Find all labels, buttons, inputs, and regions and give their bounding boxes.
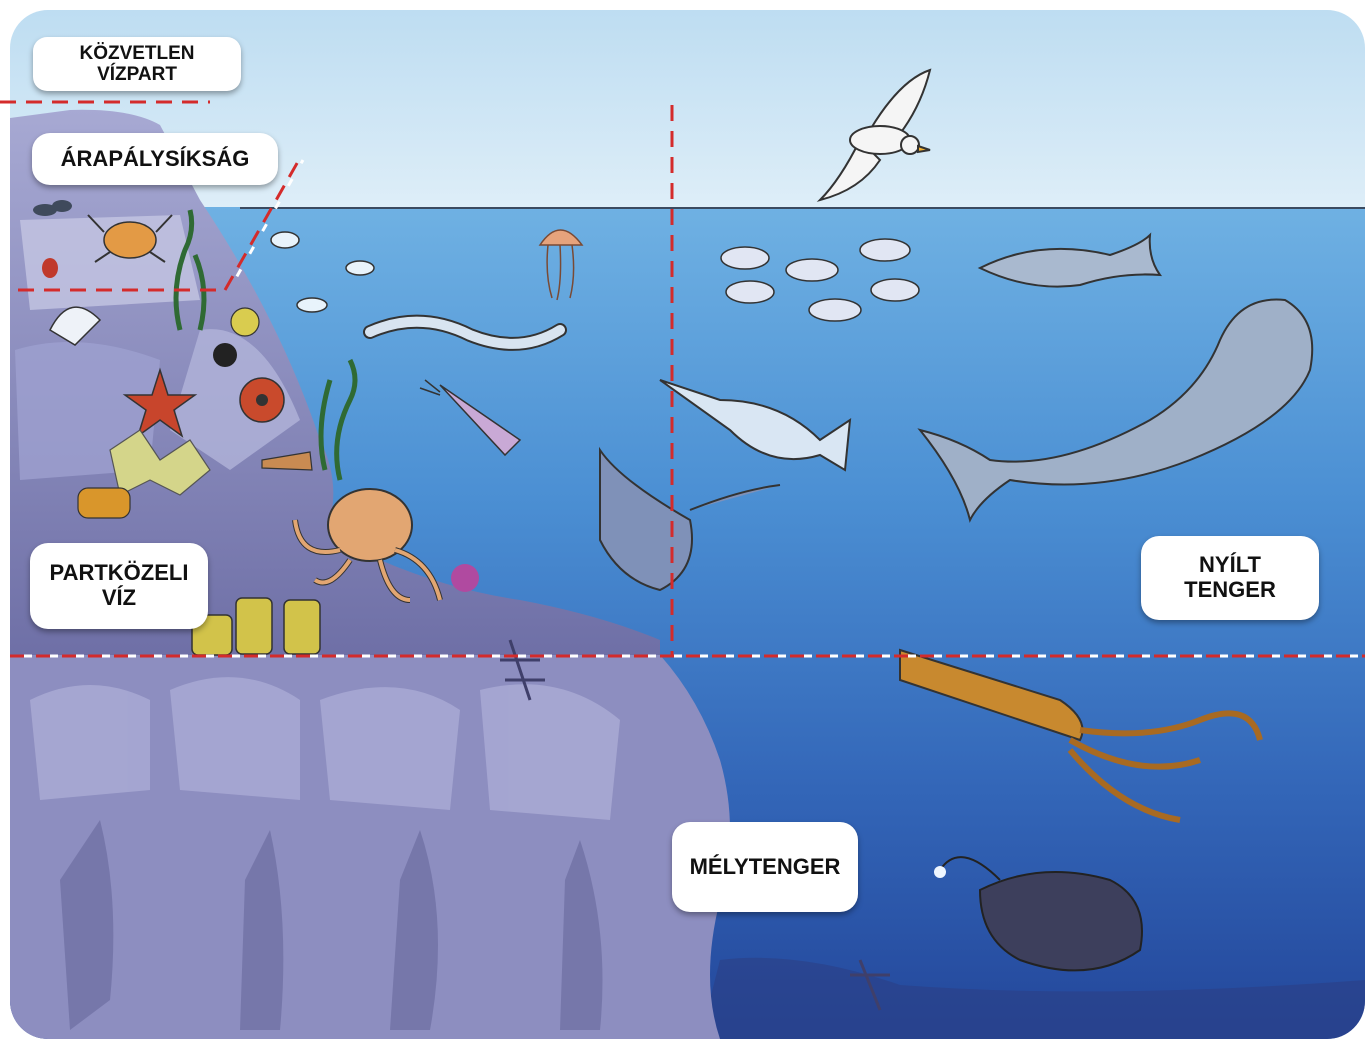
zone-label-line: KÖZVETLEN	[79, 43, 194, 64]
sponge	[78, 488, 130, 518]
zone-label-line: VÍZ	[102, 586, 136, 611]
zone-label-line: TENGER	[1184, 578, 1276, 603]
zone-label-nyilt-tenger: NYÍLT TENGER	[1141, 536, 1319, 620]
anemone-yellow	[231, 308, 259, 336]
zone-label-melytenger: MÉLYTENGER	[672, 822, 858, 912]
zone-label-partkozeli-viz: PARTKÖZELI VÍZ	[30, 543, 208, 629]
red-shell	[42, 258, 58, 278]
zone-label-line: NYÍLT	[1199, 553, 1261, 578]
sea-urchin	[213, 343, 237, 367]
purple-anemone	[451, 564, 479, 592]
zone-label-line: PARTKÖZELI	[50, 561, 189, 586]
zone-label-line: MÉLYTENGER	[690, 855, 841, 880]
zone-label-line: ÁRAPÁLYSÍKSÁG	[61, 147, 250, 172]
zone-label-kozvetlen-vizpart: KÖZVETLEN VÍZPART	[33, 37, 241, 91]
sea-anemone	[240, 378, 284, 422]
zone-label-arapalysiksag: ÁRAPÁLYSÍKSÁG	[32, 133, 278, 185]
zone-label-line: VÍZPART	[97, 64, 177, 85]
